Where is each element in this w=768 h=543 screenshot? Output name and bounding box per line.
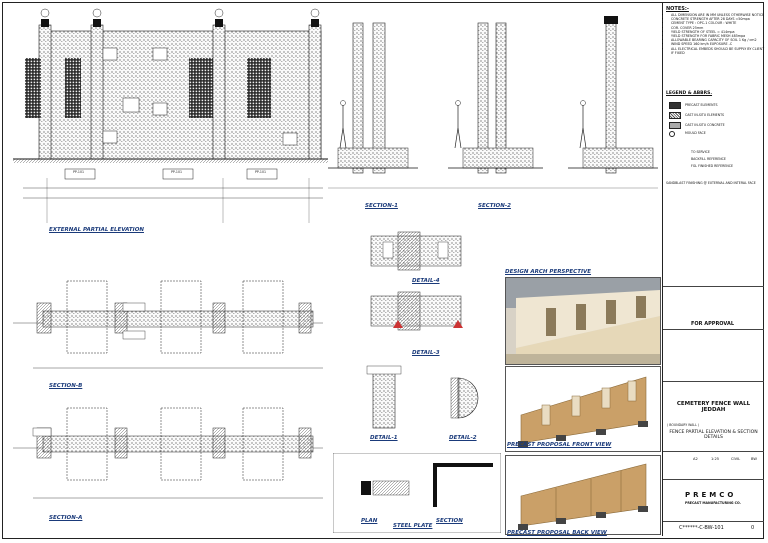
company-name: PREMCO [685, 491, 737, 499]
drawing-number: C******-C-BW-101 [679, 525, 724, 531]
legend-swatch [669, 131, 675, 137]
section-b-drawing [13, 280, 323, 369]
section-a-drawing [13, 407, 323, 499]
project-block [663, 381, 764, 417]
legend-item: CAST IN-SITU ELEMENTS [685, 113, 725, 117]
discipline: CIVIL [731, 457, 741, 461]
precast-front-view-label: PRECAST PROPOSAL FRONT VIEW [507, 442, 612, 448]
project-name: CEMETERY FENCE WALL JEDDAH [676, 401, 751, 413]
legend-item: PRECAST ELEMENTS [685, 103, 718, 107]
steel-plate-drawing [333, 453, 501, 533]
title-block: NOTES:- ALL DIMENSION ARE IN MM UNLESS O… [662, 3, 764, 536]
sections-drawing [328, 16, 658, 189]
sheet-size: A2 [693, 457, 698, 461]
detail-2-label: DETAIL-2 [449, 435, 477, 441]
section-detail-label: SECTION [436, 518, 463, 524]
note-item: YIELD STRENGTH OF STEEL = 414mpa [671, 30, 767, 34]
details-drawing [366, 231, 479, 429]
company-subtitle: PRECAST MANUFACTURING CO. [685, 501, 741, 505]
legend-swatch [669, 112, 681, 119]
notes-title: NOTES:- [666, 6, 689, 12]
drawing-number-row [663, 521, 764, 536]
detail-1-label: DETAIL-1 [370, 435, 398, 441]
external-partial-elevation-label: EXTERNAL PARTIAL ELEVATION [49, 227, 144, 233]
section-1-label: SECTION-1 [365, 203, 398, 209]
level-item: BACKFILL REFERENCE [691, 157, 726, 161]
section-b-label: SECTION-B [49, 383, 83, 389]
level-item: TO SERVICE [691, 150, 710, 154]
note-item: COR. COVER 25mm [671, 26, 767, 30]
approval-status: FOR APPROVAL [691, 321, 735, 327]
design-arch-perspective-label: DESIGN ARCH PERSPECTIVE [505, 269, 592, 275]
precast-back-view-image [505, 455, 661, 535]
footing-tag: PP-101 [73, 170, 85, 174]
drawn-by: BW [751, 457, 757, 461]
plan-label: PLAN [361, 518, 378, 524]
notes-list: ALL DIMENSION ARE IN MM UNLESS OTHERWISE… [665, 13, 767, 55]
note-item: WIND SPEED 160 km/h EXPOSURE -C [671, 42, 767, 46]
section-a-label: SECTION-A [49, 515, 83, 521]
detail-3-label: DETAIL-3 [412, 350, 440, 356]
sheet-info-row [663, 451, 764, 465]
revision-table [663, 286, 764, 326]
note-item: CEMENT TYPE : OPC-1 COLOUR : WHITE [671, 21, 767, 25]
section-2-label: SECTION-2 [478, 203, 511, 209]
note-item: ALL DIMENSION ARE IN MM UNLESS OTHERWISE… [671, 13, 767, 17]
external-elevation-drawing [13, 8, 328, 223]
arch-perspective-image [505, 277, 661, 365]
legend-item: MOULD FACE [685, 131, 706, 135]
scale: 1:25 [711, 457, 720, 461]
footing-tag: PP-101 [255, 170, 267, 174]
note-item: YIELD STRENGTH FOR FABRIC MESH 485mpa [671, 34, 767, 38]
drawing-title: FENCE PARTIAL ELEVATION & SECTION DETAIL… [669, 430, 758, 440]
company-block [663, 479, 764, 523]
legend-title: LEGEND & ABBRS. [666, 91, 713, 96]
precast-back-view-label: PRECAST PROPOSAL BACK VIEW [507, 530, 607, 536]
revision-number: 0 [751, 525, 755, 531]
level-item: FGL FINISHED REFERENCE [691, 164, 734, 168]
legend-swatch [669, 102, 681, 109]
sandblast-note: SANDBLAST FINISHING @ EXTERNAL AND INTER… [666, 181, 756, 185]
legend-item: CAST IN-SITU CONCRETE [685, 123, 725, 127]
footing-tag: PP-101 [171, 170, 183, 174]
detail-4-label: DETAIL-4 [412, 278, 440, 284]
note-item: ALL ELECTRICAL EMBEDS SHOULD BE SUPPLY B… [671, 47, 767, 55]
precast-front-view-image [505, 366, 661, 452]
steel-plate-label: STEEL PLATE [393, 523, 433, 529]
consultant-block [663, 329, 764, 373]
boundary-label: ( BOUNDARY WALL ) [667, 423, 700, 427]
note-item: CONCRETE STRENGTH AFTER 28 DAYS =50mpa [671, 17, 767, 21]
note-item: ALLOWABLE BEARING CAPACITY OF SOIL 1 Kg … [671, 38, 767, 42]
legend-swatch [669, 122, 681, 129]
